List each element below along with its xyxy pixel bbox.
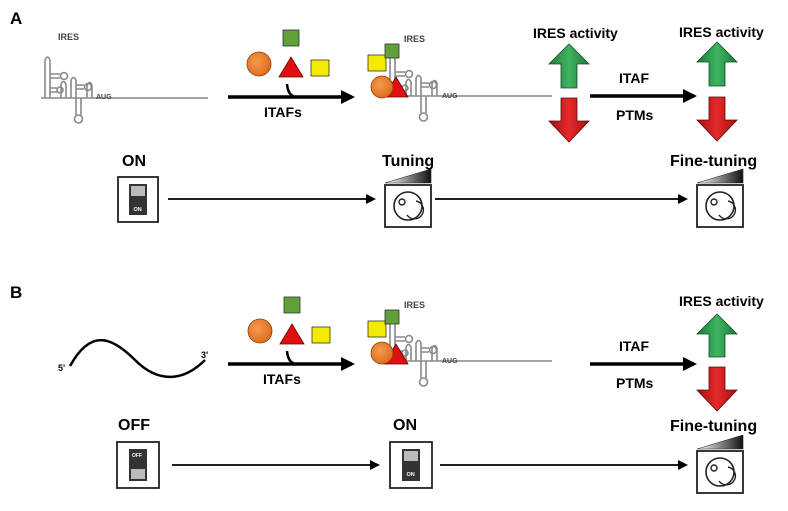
panel-a-ires-label: IRES	[58, 32, 79, 42]
panel-b-switch-on-text: ON	[407, 472, 415, 478]
panel-a-state-on: ON	[122, 153, 146, 170]
panel-a-itafs-label: ITAFs	[264, 104, 302, 120]
panel-a-ires-label-2: IRES	[404, 34, 425, 44]
panel-a-itafs-arrow: ITAFs	[228, 83, 355, 120]
panel-a-itaf-proteins	[246, 29, 330, 78]
panel-a-aug-label: AUG	[96, 94, 112, 101]
panel-a-ires-activity-label-2: IRES activity	[679, 24, 764, 40]
panel-b-state-off: OFF	[118, 417, 150, 434]
panel-b-ires-label: IRES	[404, 300, 425, 310]
panel-b-finetuning-dial-icon	[696, 434, 744, 494]
panel-b-switch-off-text: OFF	[132, 453, 142, 459]
panel-a-down-arrow-2	[696, 96, 738, 142]
panel-a-finetuning-dial-icon	[696, 168, 744, 228]
panel-a-switch-on-text: ON	[134, 207, 142, 213]
panel-b-itafs-arrow: ITAFs	[228, 350, 355, 387]
panel-b-on-switch-icon: ON	[389, 441, 433, 489]
panel-b-three-prime: 3'	[201, 350, 208, 360]
panel-b-letter: B	[10, 283, 22, 302]
panel-a-itaf-label: ITAF	[619, 70, 650, 86]
panel-a-ires-itaf-complex: IRES AUG	[367, 34, 552, 122]
panel-a-on-switch-icon: ON	[117, 176, 159, 223]
panel-b-state-finetuning: Fine-tuning	[670, 418, 757, 435]
panel-a-up-arrow-2	[696, 41, 738, 87]
panel-a-aug-label-2: AUG	[442, 93, 458, 100]
panel-a-state-finetuning: Fine-tuning	[670, 153, 757, 170]
panel-b-state-on: ON	[393, 417, 417, 434]
panel-b-down-arrow	[696, 366, 738, 412]
panel-a-ires-activity-label-1: IRES activity	[533, 25, 618, 41]
panel-a-down-arrow-1	[548, 97, 590, 143]
panel-b-up-arrow	[696, 313, 738, 358]
panel-b-five-prime: 5'	[58, 363, 65, 373]
panel-a-ptms-label: PTMs	[616, 107, 654, 123]
panel-b-off-switch-icon: OFF	[116, 441, 160, 489]
panel-b-ires-activity-label: IRES activity	[679, 293, 764, 309]
panel-a-tuning-dial-icon	[384, 168, 432, 228]
panel-a-letter: A	[10, 9, 22, 28]
panel-b-ptms-label: PTMs	[616, 375, 654, 391]
panel-b-ires-itaf-complex: IRES AUG	[367, 300, 552, 387]
panel-a-state-tuning: Tuning	[382, 153, 434, 170]
panel-b-aug-label: AUG	[442, 358, 458, 365]
panel-a-up-arrow-1	[548, 43, 590, 89]
panel-b-itafs-label: ITAFs	[263, 371, 301, 387]
panel-b-linear-rna: 5' 3'	[58, 338, 208, 379]
panel-b-itaf-label: ITAF	[619, 338, 650, 354]
panel-a-ires-mrna: IRES AUG	[40, 32, 208, 124]
panel-a-itaf-ptms-arrow: ITAF PTMs	[590, 70, 697, 123]
panel-b-itaf-proteins	[247, 296, 331, 345]
panel-b-itaf-ptms-arrow: ITAF PTMs	[590, 338, 697, 391]
